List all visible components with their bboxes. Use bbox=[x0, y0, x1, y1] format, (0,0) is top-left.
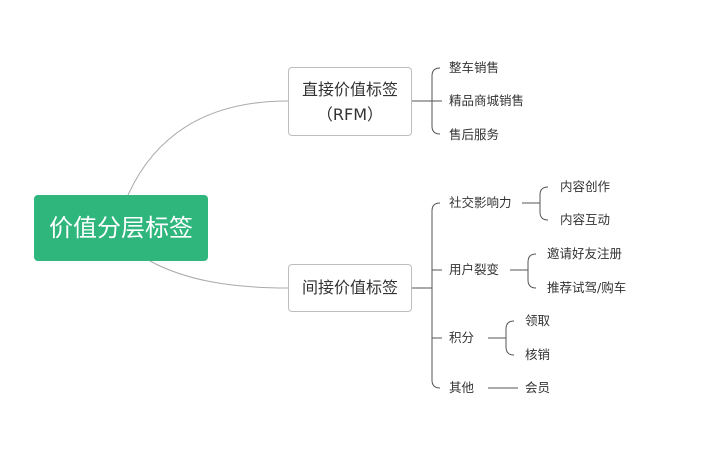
leaf-direct-vehicle-sales[interactable]: 整车销售 bbox=[449, 60, 500, 75]
root-node[interactable]: 价值分层标签 bbox=[34, 195, 208, 261]
leaf-content-creation[interactable]: 内容创作 bbox=[560, 179, 611, 194]
bracket-indirect bbox=[412, 202, 442, 389]
group-other[interactable]: 其他 bbox=[449, 380, 475, 395]
indirect-value-label: 间接价值标签 bbox=[301, 278, 398, 297]
bracket-social bbox=[522, 186, 549, 221]
group-social-influence[interactable]: 社交影响力 bbox=[449, 195, 512, 210]
indirect-value-node[interactable]: 间接价值标签 bbox=[288, 264, 412, 312]
leaf-recommend-test-drive[interactable]: 推荐试驾/购车 bbox=[547, 280, 627, 295]
direct-value-subtitle: （RFM） bbox=[316, 105, 384, 124]
leaf-direct-mall-sales[interactable]: 精品商城销售 bbox=[449, 93, 525, 108]
curve-root-to-direct bbox=[127, 100, 289, 196]
direct-value-node[interactable]: 直接价值标签 （RFM） bbox=[288, 67, 412, 136]
group-user-fission[interactable]: 用户裂变 bbox=[449, 262, 500, 277]
direct-value-title: 直接价值标签 bbox=[301, 80, 398, 99]
leaf-membership[interactable]: 会员 bbox=[525, 380, 551, 395]
bracket-points bbox=[488, 320, 515, 356]
leaf-invite-friends[interactable]: 邀请好友注册 bbox=[547, 246, 623, 261]
leaf-points-claim[interactable]: 领取 bbox=[525, 313, 551, 328]
bracket-fission bbox=[510, 253, 537, 289]
leaf-points-redeem[interactable]: 核销 bbox=[525, 347, 551, 362]
root-label: 价值分层标签 bbox=[49, 214, 193, 242]
bracket-direct bbox=[412, 67, 442, 135]
leaf-content-interaction[interactable]: 内容互动 bbox=[560, 212, 611, 227]
group-points[interactable]: 积分 bbox=[449, 330, 475, 345]
curve-root-to-indirect bbox=[149, 260, 289, 289]
leaf-direct-after-sales[interactable]: 售后服务 bbox=[449, 127, 500, 142]
